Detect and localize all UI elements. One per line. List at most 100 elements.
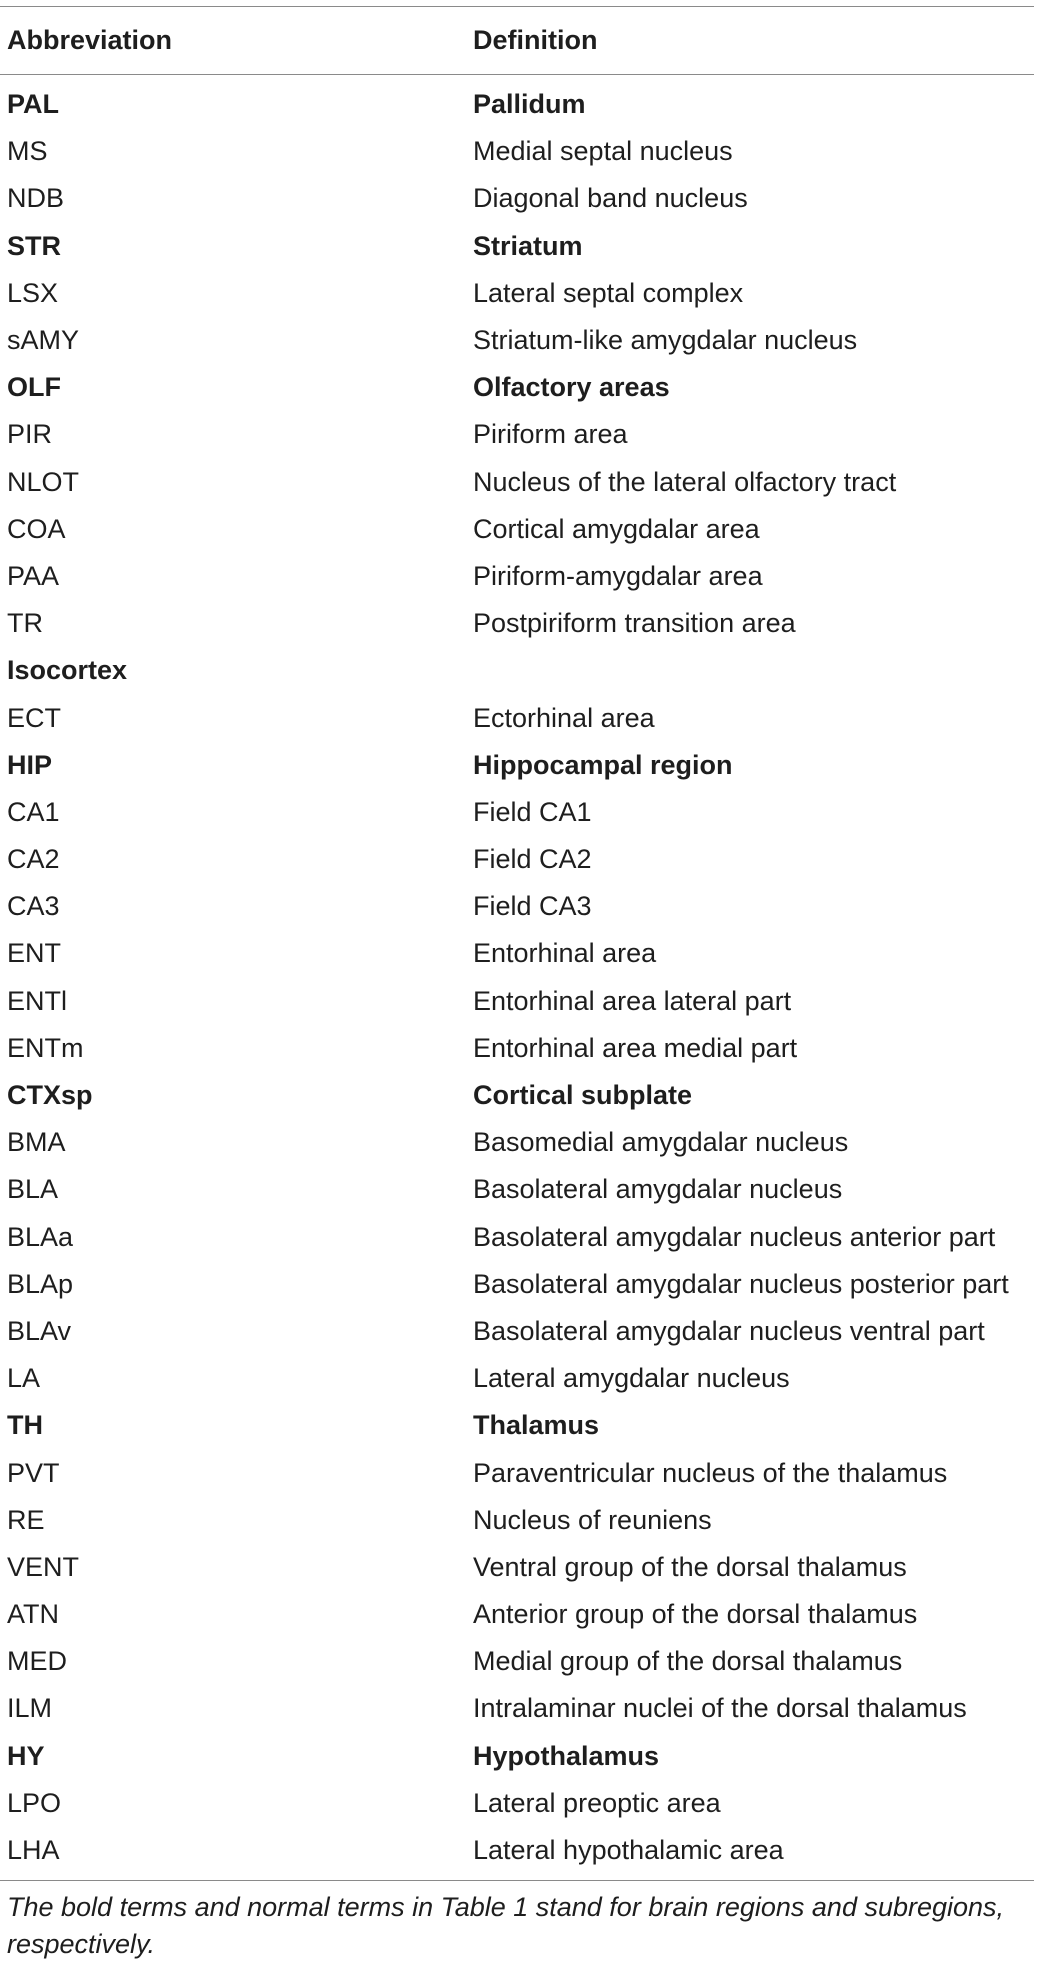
table-row-subregion: ENT Entorhinal area: [0, 930, 1034, 977]
table-footnote: The bold terms and normal terms in Table…: [7, 1892, 1005, 1960]
definition-cell: Postpiriform transition area: [473, 608, 796, 639]
table-row-subregion: LSX Lateral septal complex: [0, 270, 1034, 317]
definition-cell: Ventral group of the dorsal thalamus: [473, 1551, 907, 1582]
abbreviation-cell: TH: [7, 1410, 43, 1441]
header-definition: Definition: [473, 25, 598, 55]
definition-cell: Medial septal nucleus: [473, 136, 733, 167]
abbreviation-cell: CA3: [7, 891, 60, 922]
definition-cell: Basolateral amygdalar nucleus: [473, 1174, 843, 1205]
table-row-region: OLF Olfactory areas: [0, 364, 1034, 411]
abbreviation-cell: HIP: [7, 749, 53, 780]
abbreviation-cell: BLAv: [7, 1315, 72, 1346]
table-row-subregion: LHA Lateral hypothalamic area: [0, 1827, 1034, 1874]
abbreviation-cell: RE: [7, 1504, 45, 1535]
table-row-region: TH Thalamus: [0, 1402, 1034, 1449]
definition-cell: Basolateral amygdalar nucleus posterior …: [473, 1268, 1009, 1299]
definition-cell: Striatum-like amygdalar nucleus: [473, 325, 858, 356]
abbreviation-cell: OLF: [7, 372, 61, 403]
table-row-subregion: BLAa Basolateral amygdalar nucleus anteri…: [0, 1214, 1034, 1261]
definition-cell: Basomedial amygdalar nucleus: [473, 1127, 849, 1158]
table-row-subregion: VENT Ventral group of the dorsal thalamus: [0, 1544, 1034, 1591]
abbreviation-cell: PIR: [7, 419, 53, 450]
abbreviation-cell: ECT: [7, 702, 61, 733]
definition-cell: Entorhinal area: [473, 938, 657, 969]
definition-cell: Diagonal band nucleus: [473, 183, 748, 214]
table-row-subregion: BMA Basomedial amygdalar nucleus: [0, 1119, 1034, 1166]
abbreviation-cell: CA2: [7, 844, 60, 875]
abbreviation-cell: TR: [7, 608, 43, 639]
definition-cell: Striatum: [473, 230, 583, 261]
abbreviation-cell: Isocortex: [7, 655, 128, 686]
definition-cell: Intralaminar nuclei of the dorsal thalam…: [473, 1693, 967, 1724]
definition-cell: Field CA2: [473, 844, 592, 875]
table-row-subregion: CA2 Field CA2: [0, 836, 1034, 883]
table-row-subregion: ECT Ectorhinal area: [0, 694, 1034, 741]
table-row-subregion: RE Nucleus of reuniens: [0, 1497, 1034, 1544]
definition-cell: Lateral amygdalar nucleus: [473, 1363, 790, 1394]
table-header-rule: [0, 74, 1034, 75]
abbreviation-cell: CA1: [7, 796, 60, 827]
header-abbreviation: Abbreviation: [7, 25, 173, 55]
table-bottom-rule: [0, 1880, 1034, 1882]
abbreviation-cell: CTXsp: [7, 1080, 93, 1111]
abbreviation-cell: NDB: [7, 183, 65, 214]
definition-cell: Hypothalamus: [473, 1740, 660, 1771]
definition-cell: Lateral hypothalamic area: [473, 1835, 784, 1866]
table-row-region: Isocortex: [0, 647, 1034, 694]
definition-cell: Anterior group of the dorsal thalamus: [473, 1599, 918, 1630]
definition-cell: Thalamus: [473, 1410, 600, 1441]
abbreviation-cell: PAA: [7, 560, 60, 591]
abbreviation-cell: LA: [7, 1363, 41, 1394]
definition-cell: Ectorhinal area: [473, 702, 655, 733]
abbreviation-cell: ATN: [7, 1599, 59, 1630]
table-row-subregion: MS Medial septal nucleus: [0, 128, 1034, 175]
abbreviation-cell: STR: [7, 230, 61, 261]
abbreviation-cell: LSX: [7, 277, 59, 308]
table-header-row: Abbreviation Definition: [0, 7, 1034, 74]
table-row-subregion: BLAv Basolateral amygdalar nucleus ventra…: [0, 1308, 1034, 1355]
definition-cell: Basolateral amygdalar nucleus ventral pa…: [473, 1315, 985, 1346]
definition-cell: Lateral septal complex: [473, 277, 744, 308]
abbreviation-cell: VENT: [7, 1551, 80, 1582]
abbreviation-cell: ENT: [7, 938, 61, 969]
abbreviation-cell: BMA: [7, 1127, 66, 1158]
definition-cell: Cortical amygdalar area: [473, 513, 760, 544]
definition-cell: Entorhinal area medial part: [473, 1032, 798, 1063]
abbreviation-cell: LHA: [7, 1835, 60, 1866]
abbreviation-cell: LPO: [7, 1787, 62, 1818]
definition-cell: Nucleus of the lateral olfactory tract: [473, 466, 897, 497]
table-top-rule: [0, 6, 1034, 7]
definition-cell: Nucleus of reuniens: [473, 1504, 712, 1535]
definition-cell: Hippocampal region: [473, 749, 733, 780]
definition-cell: Paraventricular nucleus of the thalamus: [473, 1457, 948, 1488]
abbreviation-cell: BLAa: [7, 1221, 74, 1252]
definition-cell: Entorhinal area lateral part: [473, 985, 792, 1016]
table-row-subregion: ATN Anterior group of the dorsal thalamus: [0, 1591, 1034, 1638]
definition-cell: Basolateral amygdalar nucleus anterior p…: [473, 1221, 996, 1252]
abbreviation-cell: COA: [7, 513, 66, 544]
definition-cell: Field CA3: [473, 891, 592, 922]
definition-cell: Olfactory areas: [473, 372, 670, 403]
definition-cell: Lateral preoptic area: [473, 1787, 721, 1818]
table-row-region: HIP Hippocampal region: [0, 742, 1034, 789]
table-row-subregion: TR Postpiriform transition area: [0, 600, 1034, 647]
definition-cell: Medial group of the dorsal thalamus: [473, 1646, 903, 1677]
abbreviation-cell: MS: [7, 136, 48, 167]
table-row-subregion: LA Lateral amygdalar nucleus: [0, 1355, 1034, 1402]
table-row-subregion: CA3 Field CA3: [0, 883, 1034, 930]
definition-cell: Piriform area: [473, 419, 628, 450]
